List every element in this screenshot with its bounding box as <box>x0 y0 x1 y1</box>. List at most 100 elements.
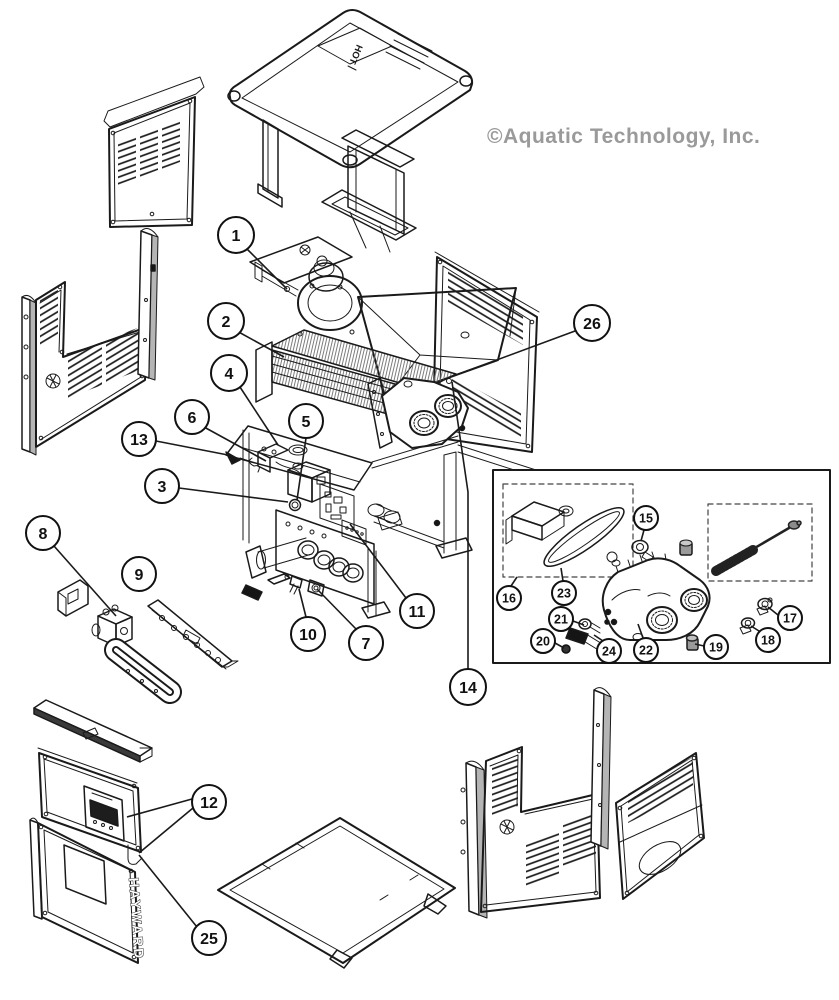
callout-leader-17 <box>767 606 779 616</box>
header-bracket <box>505 501 574 545</box>
sensor-fitting-upper <box>756 597 773 616</box>
callout-number-4: 4 <box>225 366 234 383</box>
cap-plug <box>685 634 699 651</box>
callout-21: 21 <box>548 606 574 632</box>
callout-leader-5 <box>296 437 307 501</box>
callout-number-14: 14 <box>459 680 477 697</box>
callout-11: 11 <box>399 593 435 629</box>
callout-circle-21 <box>548 606 574 632</box>
callout-circle-3 <box>144 468 180 504</box>
display-window <box>89 799 119 827</box>
callout-leader-8 <box>53 545 117 617</box>
callout-leader-26 <box>447 330 576 379</box>
callout-leader-1 <box>246 248 288 290</box>
callout-number-3: 3 <box>158 479 167 496</box>
gasket-kit-dashed-box <box>502 483 634 578</box>
callout-circle-4 <box>210 354 248 392</box>
callout-circle-11 <box>399 593 435 629</box>
callout-circle-25 <box>191 920 227 956</box>
callout-10: 10 <box>290 616 326 652</box>
callout-leader-25 <box>138 854 198 928</box>
callout-circle-7 <box>348 625 384 661</box>
callout-circle-26 <box>573 304 611 342</box>
plug-fitting <box>561 644 571 654</box>
callout-number-16: 16 <box>502 592 516 606</box>
door-window <box>63 844 107 905</box>
callout-number-19: 19 <box>709 641 723 655</box>
callout-circle-24 <box>596 638 622 664</box>
cover-vent-slots <box>385 33 433 70</box>
callout-leader-10 <box>298 588 307 618</box>
callout-number-8: 8 <box>39 526 48 543</box>
left-side-panel <box>21 281 148 456</box>
callout-24: 24 <box>596 638 622 664</box>
callout-4: 4 <box>210 354 248 392</box>
callout-14: 14 <box>449 668 487 706</box>
callout-5: 5 <box>288 403 324 439</box>
callout-number-17: 17 <box>783 612 797 626</box>
callout-23: 23 <box>551 580 577 606</box>
callout-number-7: 7 <box>362 636 371 653</box>
header-gasket <box>543 507 625 567</box>
callout-leader-23 <box>560 567 564 582</box>
callout-circle-20 <box>530 628 556 654</box>
callout-leader-11 <box>349 523 407 599</box>
callout-leader-24 <box>593 634 604 642</box>
callout-circle-16 <box>496 585 522 611</box>
callout-number-23: 23 <box>557 587 571 601</box>
callout-circle-8 <box>25 515 61 551</box>
callout-number-20: 20 <box>536 635 550 649</box>
callout-number-22: 22 <box>639 644 653 658</box>
callout-7: 7 <box>348 625 384 661</box>
upper-left-vent-panel <box>103 76 205 228</box>
callout-leader-22 <box>637 623 644 639</box>
callout-number-1: 1 <box>232 228 241 245</box>
header-casting <box>601 551 711 641</box>
callout-2: 2 <box>207 302 245 340</box>
callout-circle-15 <box>633 505 659 531</box>
callout-19: 19 <box>703 634 729 660</box>
burner-support-bar <box>147 599 239 670</box>
callout-number-2: 2 <box>222 314 231 331</box>
callout-circle-18 <box>755 627 781 653</box>
callout-leader-4 <box>237 383 279 446</box>
gas-manifold-assembly <box>57 579 182 704</box>
callout-circle-10 <box>290 616 326 652</box>
callout-circle-23 <box>551 580 577 606</box>
callout-8: 8 <box>25 515 61 551</box>
callout-number-26: 26 <box>583 316 601 333</box>
callout-18: 18 <box>755 627 781 653</box>
bypass-spring-rod <box>711 520 802 576</box>
callout-circle-13 <box>121 421 157 457</box>
callout-leader-12 <box>126 798 193 818</box>
callout-leader-19 <box>694 643 705 647</box>
watermark-text: ©Aquatic Technology, Inc. <box>487 125 760 148</box>
callout-13: 13 <box>121 421 157 457</box>
union-fitting <box>578 618 601 634</box>
sensor-fitting-lower <box>739 617 756 635</box>
callout-number-10: 10 <box>299 627 317 644</box>
callout-leader-3 <box>178 487 289 503</box>
callout-number-18: 18 <box>761 634 775 648</box>
callout-16: 16 <box>496 585 522 611</box>
callout-circle-5 <box>288 403 324 439</box>
callout-12: 12 <box>191 784 227 820</box>
hot-label-plate <box>317 27 393 65</box>
callout-number-12: 12 <box>200 795 218 812</box>
hayward-brand-label: HAYWARD <box>126 877 147 960</box>
top-cover-panel <box>227 9 474 169</box>
callout-26: 26 <box>573 304 611 342</box>
rear-corner-post <box>590 687 612 850</box>
callout-number-9: 9 <box>135 567 144 584</box>
callout-15: 15 <box>633 505 659 531</box>
callout-circle-2 <box>207 302 245 340</box>
callout-leader-6 <box>203 426 267 462</box>
callout-number-15: 15 <box>639 512 653 526</box>
callout-number-5: 5 <box>302 414 311 431</box>
callout-circle-6 <box>174 399 210 435</box>
callout-number-6: 6 <box>188 410 197 427</box>
callout-leader-14 <box>451 381 469 669</box>
callout-17: 17 <box>777 605 803 631</box>
